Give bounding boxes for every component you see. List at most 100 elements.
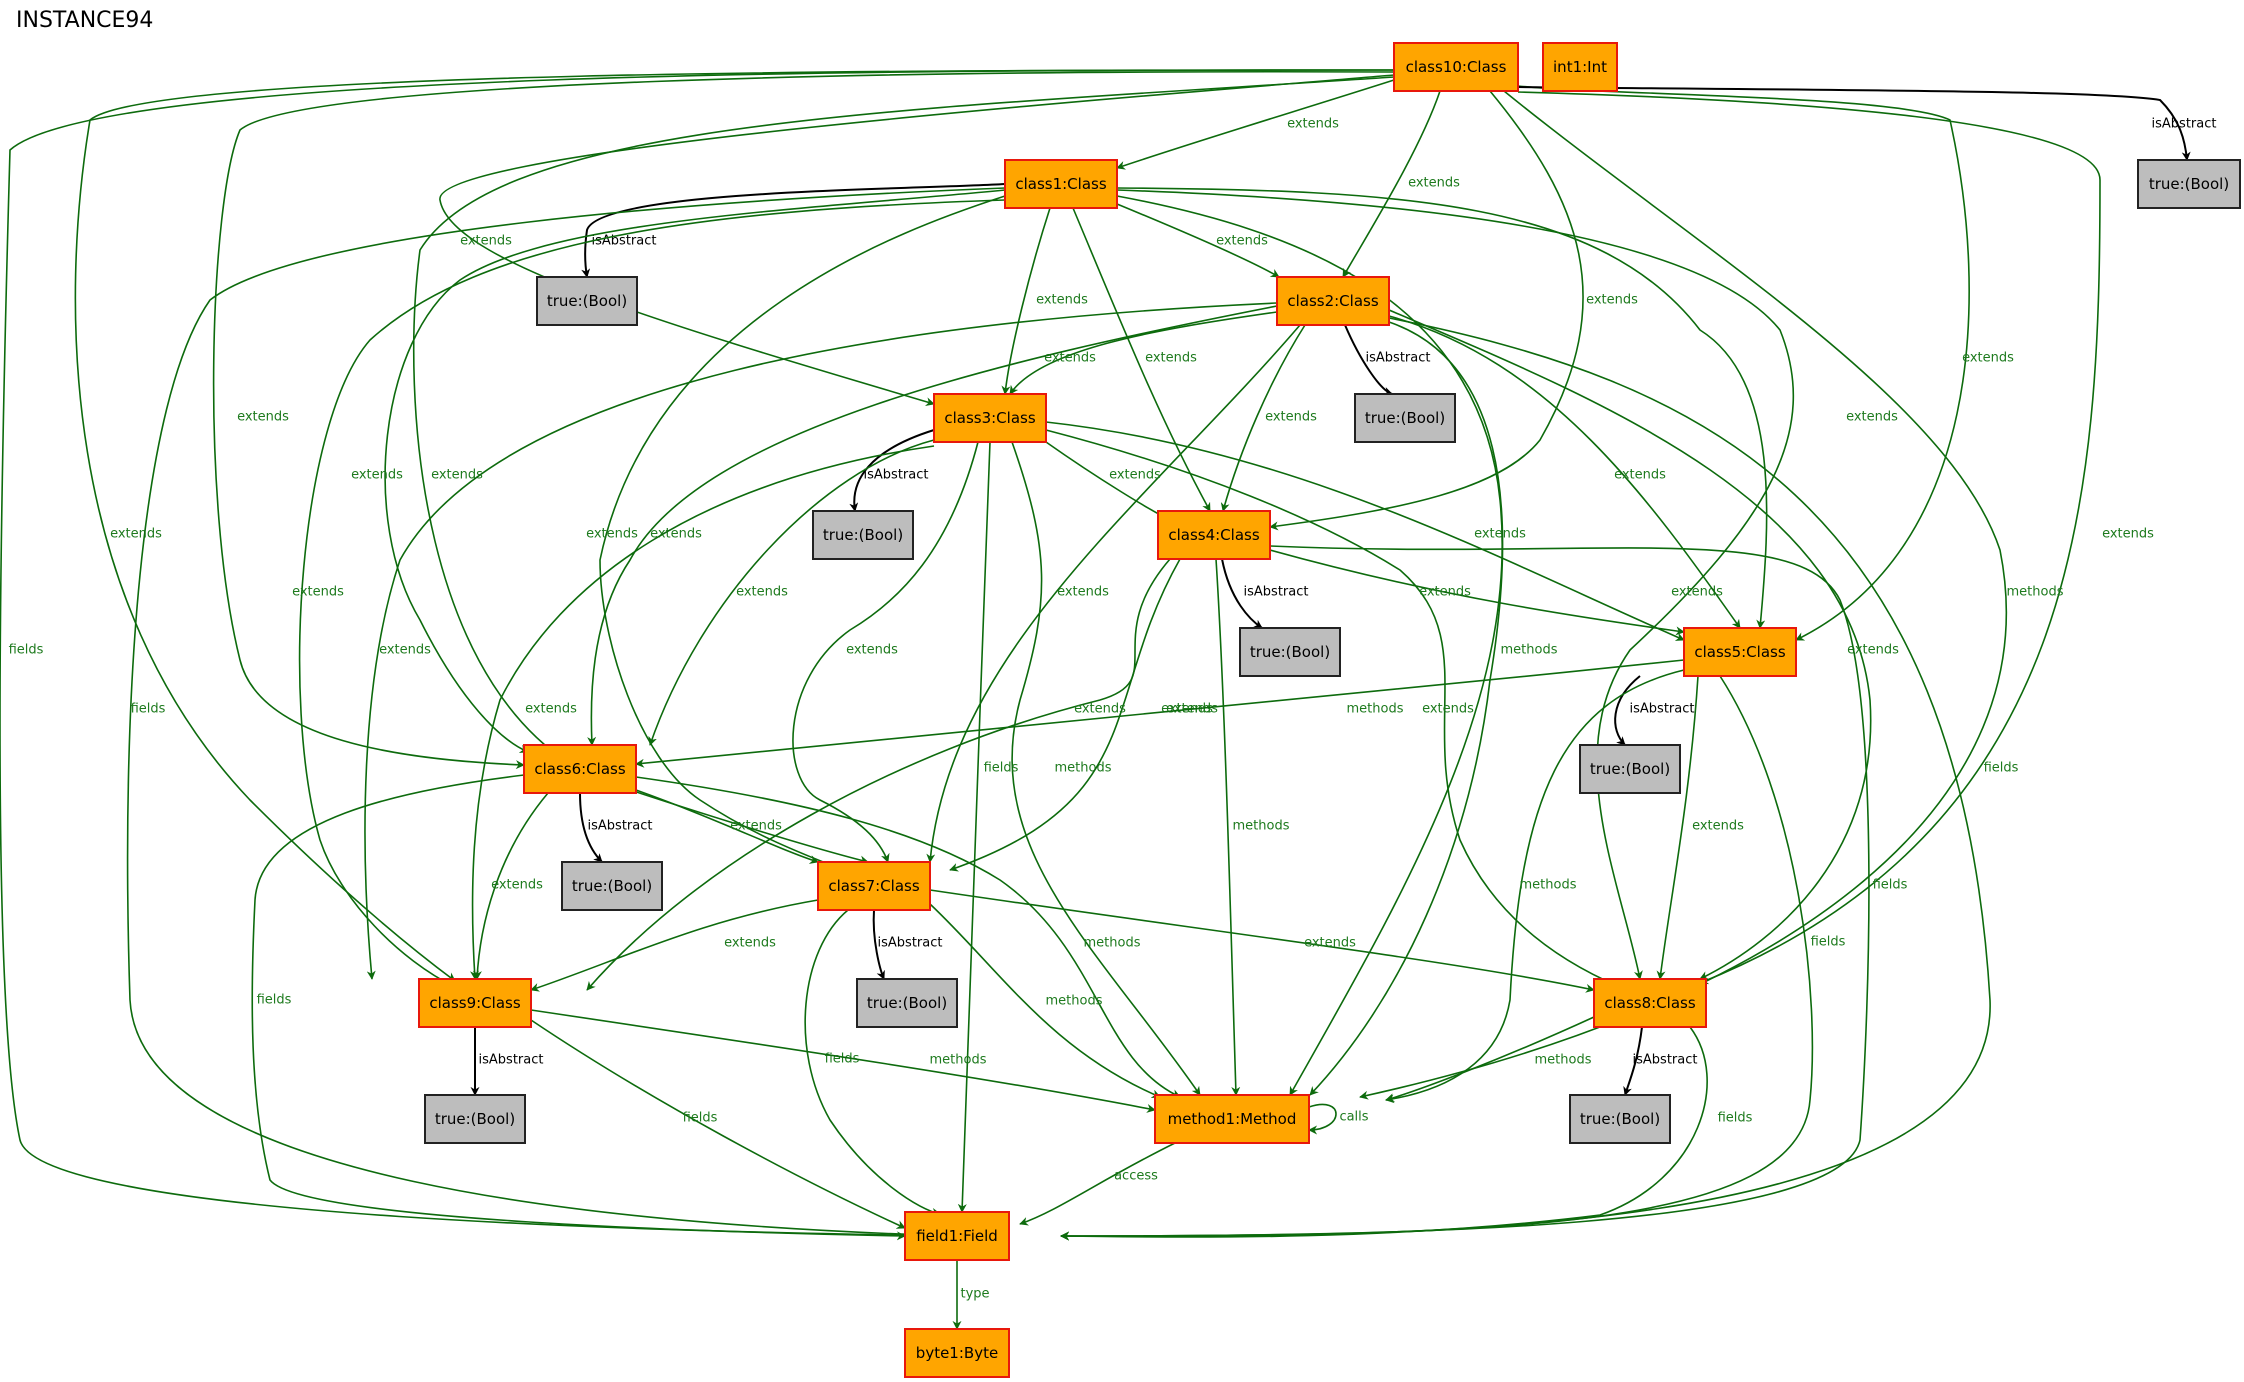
edge-class1-class5: extends [1116, 187, 1898, 629]
edge-line [929, 903, 1161, 1098]
edge-label: extends [491, 878, 543, 893]
edge-class4-method1: methods [1215, 558, 1290, 1096]
edge-class1-class6: extends [351, 189, 1006, 753]
node-box[interactable] [1393, 42, 1519, 92]
node-bool3[interactable]: true:(Bool) [812, 510, 914, 560]
node-box[interactable] [1239, 627, 1341, 677]
edge-label: methods [1233, 819, 1290, 834]
node-box[interactable] [904, 1328, 1010, 1378]
edge-line [1388, 309, 1872, 980]
node-box[interactable] [1354, 393, 1456, 443]
edge-class3-class5: extends [1045, 421, 1685, 641]
edge-label: extends [351, 468, 403, 483]
edge-label: methods [930, 1053, 987, 1068]
node-bool5[interactable]: true:(Bool) [1579, 744, 1681, 794]
node-box[interactable] [1157, 510, 1271, 560]
node-box[interactable] [1683, 627, 1797, 677]
edge-label: extends [1422, 702, 1474, 717]
edge-label: extends [1474, 527, 1526, 542]
node-class4[interactable]: class4:Class [1157, 510, 1271, 560]
node-bool6[interactable]: true:(Bool) [561, 861, 663, 911]
node-box[interactable] [2137, 159, 2241, 209]
node-bool8[interactable]: true:(Bool) [1569, 1094, 1671, 1144]
edge-line [212, 70, 1395, 770]
edge-line [251, 774, 906, 1241]
edge-line [1009, 311, 1278, 395]
node-box[interactable] [1004, 159, 1118, 209]
edge-class9-bool9: isAbstract [470, 1026, 543, 1096]
node-box[interactable] [904, 1211, 1010, 1261]
node-method1[interactable]: method1:Method [1154, 1094, 1310, 1144]
node-box[interactable] [1593, 978, 1707, 1028]
edge-label: isAbstract [1244, 585, 1309, 600]
node-box[interactable] [1579, 744, 1681, 794]
node-int1[interactable]: int1:Int [1542, 42, 1618, 92]
node-class5[interactable]: class5:Class [1683, 627, 1797, 677]
node-label: class6:Class [534, 760, 625, 778]
node-box[interactable] [1154, 1094, 1310, 1144]
node-label: class2:Class [1287, 292, 1378, 310]
edge-class4-bool4: isAbstract [1221, 558, 1309, 629]
node-box[interactable] [933, 393, 1047, 443]
node-box[interactable] [424, 1094, 526, 1144]
node-bool7[interactable]: true:(Bool) [856, 978, 958, 1028]
node-class6[interactable]: class6:Class [523, 744, 637, 794]
edge-class5-class6: extends [635, 659, 1685, 768]
edge-label: methods [1084, 936, 1141, 951]
edge-method1-method1: calls [1308, 1103, 1369, 1135]
node-label: method1:Method [1168, 1110, 1297, 1128]
node-bool10[interactable]: true:(Bool) [2137, 159, 2241, 209]
node-box[interactable] [523, 744, 637, 794]
node-field1[interactable]: field1:Field [904, 1211, 1010, 1261]
edge-label: type [960, 1287, 989, 1302]
node-byte1[interactable]: byte1:Byte [904, 1328, 1010, 1378]
node-class7[interactable]: class7:Class [817, 861, 931, 911]
node-bool4[interactable]: true:(Bool) [1239, 627, 1341, 677]
edge-line [1517, 91, 2101, 985]
node-box[interactable] [856, 978, 958, 1028]
node-label: true:(Bool) [1590, 760, 1670, 778]
edge-label: fields [1718, 1111, 1753, 1126]
edge-line [0, 69, 1395, 1241]
node-class8[interactable]: class8:Class [1593, 978, 1707, 1028]
node-label: true:(Bool) [1250, 643, 1330, 661]
edge-class2-class6: extends [587, 305, 1278, 746]
node-box[interactable] [418, 978, 532, 1028]
node-box[interactable] [1542, 42, 1618, 92]
edge-label: extends [1671, 585, 1723, 600]
edge-class7-class9: extends [530, 899, 819, 992]
node-box[interactable] [817, 861, 931, 911]
node-class10[interactable]: class10:Class [1393, 42, 1519, 92]
edge-line [635, 659, 1685, 768]
edge-method1-field1: access [1019, 1142, 1176, 1226]
node-box[interactable] [536, 276, 638, 326]
node-bool1[interactable]: true:(Bool) [536, 276, 638, 326]
node-bool2[interactable]: true:(Bool) [1354, 393, 1456, 443]
node-label: true:(Bool) [1580, 1110, 1660, 1128]
edge-label: extends [292, 585, 344, 600]
edge-line [1269, 90, 1584, 531]
node-class1[interactable]: class1:Class [1004, 159, 1118, 209]
edge-line [579, 792, 603, 863]
edge-label: extends [1109, 468, 1161, 483]
node-box[interactable] [1276, 276, 1390, 326]
node-bool9[interactable]: true:(Bool) [424, 1094, 526, 1144]
node-class9[interactable]: class9:Class [418, 978, 532, 1028]
node-label: true:(Bool) [823, 526, 903, 544]
node-class3[interactable]: class3:Class [933, 393, 1047, 443]
edge-class10-class5: extends [1517, 85, 2014, 641]
edge-class2-class4: extends [1220, 324, 1317, 512]
edge-line [530, 1019, 906, 1229]
edge-label: extends [1692, 819, 1744, 834]
edge-class5-class8: extends [1656, 675, 1744, 980]
node-box[interactable] [561, 861, 663, 911]
edge-line [599, 195, 1006, 873]
edge-class5-method1: methods [1385, 669, 1685, 1104]
node-class2[interactable]: class2:Class [1276, 276, 1390, 326]
edge-class7-method1: methods [929, 903, 1161, 1098]
edge-label: methods [1501, 643, 1558, 658]
edge-class4-class9: extends [586, 558, 1213, 991]
edge-class2-class5: extends [1388, 315, 1741, 629]
node-box[interactable] [1569, 1094, 1671, 1144]
node-box[interactable] [812, 510, 914, 560]
